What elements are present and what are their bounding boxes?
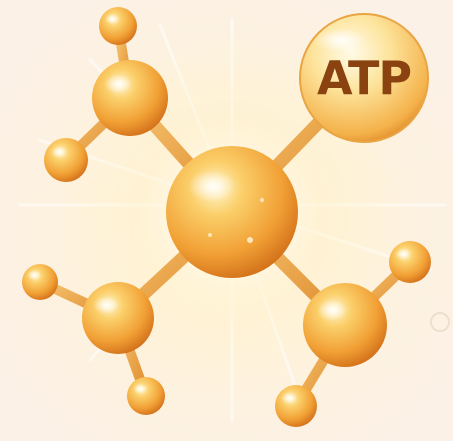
medium-atom [92, 60, 168, 136]
small-atom [44, 138, 88, 182]
small-atom [22, 264, 58, 300]
medium-atom [303, 283, 387, 367]
small-atom [389, 241, 431, 283]
small-atom [127, 377, 165, 415]
medium-atom [82, 282, 154, 354]
small-atom [275, 385, 317, 427]
atp-atom: ATP [299, 13, 429, 143]
decorative-ring [430, 312, 450, 332]
central-atom [166, 146, 298, 278]
atp-label: ATP [317, 51, 411, 105]
small-atom [99, 7, 137, 45]
